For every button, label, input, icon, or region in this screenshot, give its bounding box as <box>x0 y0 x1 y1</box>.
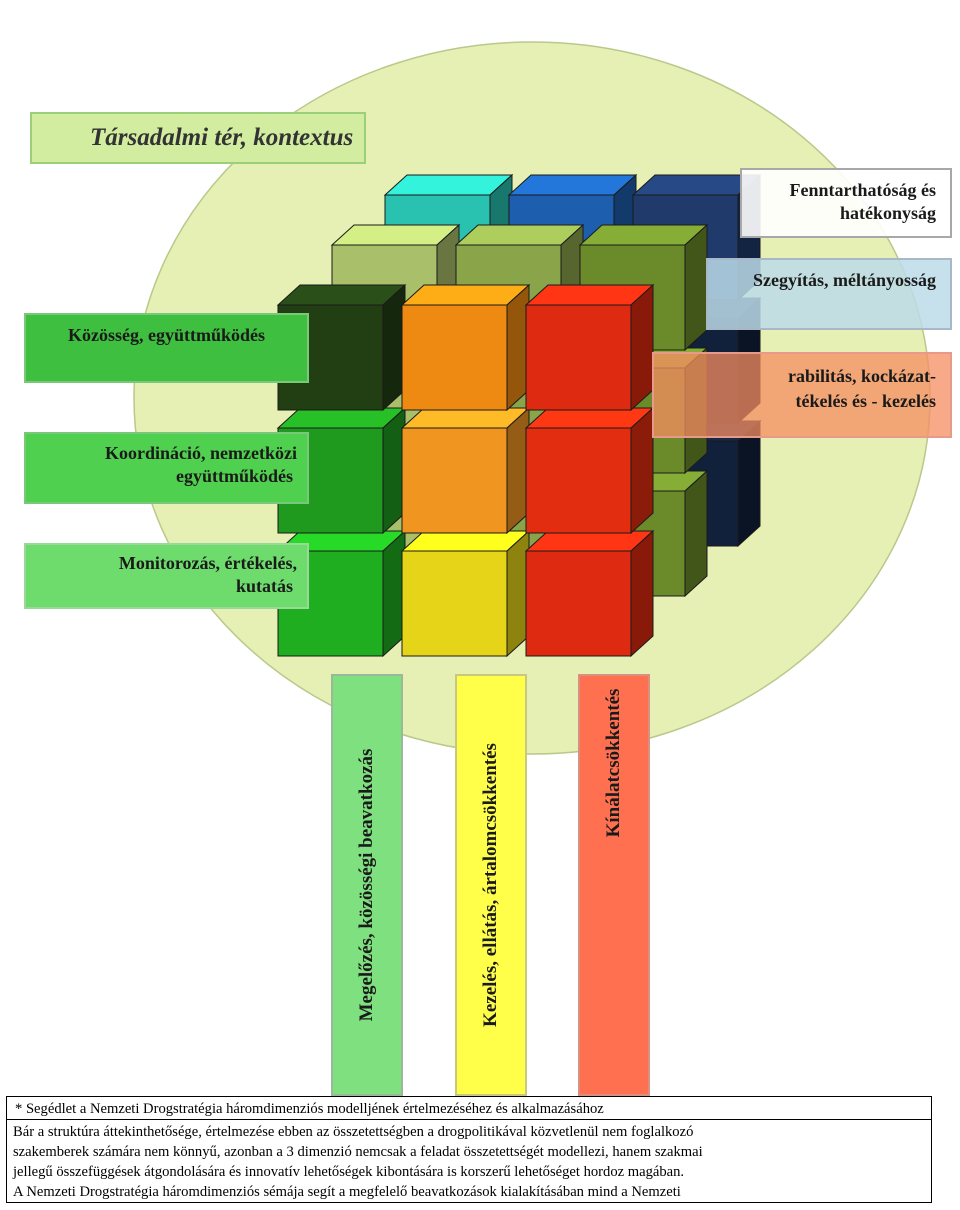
bar-prevention: Megelőzés, közösségi beavatkozás <box>331 674 403 1096</box>
footnote-title: * Segédlet a Nemzeti Drogstratégia három… <box>7 1097 931 1120</box>
right-label-sustainability: Fenntarthatóság és hatékonyság <box>740 168 952 238</box>
bar-supply-reduction: Kínálatcsökkentés <box>578 674 650 1096</box>
cube-front-front <box>525 304 632 411</box>
footnote-line: jellegű összefüggések átgondolására és i… <box>13 1164 685 1180</box>
left-label-community: Közösség, együttműködés <box>24 313 309 383</box>
footnote-body: Bár a struktúra áttekinthetősége, értelm… <box>7 1120 931 1202</box>
bar-supply-reduction-text: Kínálatcsökkentés <box>603 688 624 838</box>
context-label-text: Társadalmi tér, kontextus <box>90 124 354 151</box>
context-label: Társadalmi tér, kontextus <box>30 112 366 164</box>
footnote: * Segédlet a Nemzeti Drogstratégia három… <box>6 1096 932 1203</box>
bar-prevention-text: Megelőzés, közösségi beavatkozás <box>356 748 377 1022</box>
left-label-monitoring-text-1: Monitorozás, értékelés, <box>118 553 297 573</box>
cube-grid <box>276 173 762 658</box>
right-label-sustainability-text-1: Fenntarthatóság és <box>789 180 937 200</box>
right-label-equity: Szegyítás, méltányosság <box>706 258 952 330</box>
left-label-monitoring: Monitorozás, értékelés, kutatás <box>24 543 309 609</box>
right-label-vulnerability-text-1: rabilitás, kockázat- <box>788 366 936 386</box>
cube-middle-side <box>684 223 708 352</box>
left-label-coordination: Koordináció, nemzetközi együttműködés <box>24 432 309 504</box>
right-label-equity-text: Szegyítás, méltányosság <box>753 270 936 290</box>
bar-treatment: Kezelés, ellátás, ártalomcsökkentés <box>455 674 527 1096</box>
cube-front-front <box>401 550 508 657</box>
cube-front-side <box>630 283 654 412</box>
cube-front-side <box>630 529 654 658</box>
cube-front-front <box>401 304 508 411</box>
right-label-vulnerability: rabilitás, kockázat- tékelés és - kezelé… <box>652 352 952 438</box>
cube-front-front <box>525 427 632 534</box>
right-label-sustainability-text-2: hatékonyság <box>839 203 936 223</box>
cube-back-side <box>737 419 761 548</box>
left-label-community-text: Közösség, együttműködés <box>68 325 265 345</box>
left-label-monitoring-text-2: kutatás <box>235 576 293 596</box>
cube-front-side <box>630 406 654 535</box>
left-label-coordination-text-1: Koordináció, nemzetközi <box>105 443 297 463</box>
diagram-art <box>133 41 931 755</box>
cube-middle-side <box>684 469 708 598</box>
cube-front-front <box>525 550 632 657</box>
cube-front-front <box>401 427 508 534</box>
bar-treatment-text: Kezelés, ellátás, ártalomcsökkentés <box>480 743 501 1027</box>
footnote-line: Bár a struktúra áttekinthetősége, értelm… <box>13 1124 694 1140</box>
left-label-coordination-text-2: együttműködés <box>175 466 293 486</box>
footnote-line: szakemberek számára nem könnyű, azonban … <box>13 1144 703 1160</box>
footnote-line: A Nemzeti Drogstratégia háromdimenziós s… <box>13 1184 681 1200</box>
right-label-vulnerability-text-2: tékelés és - kezelés <box>795 391 936 411</box>
